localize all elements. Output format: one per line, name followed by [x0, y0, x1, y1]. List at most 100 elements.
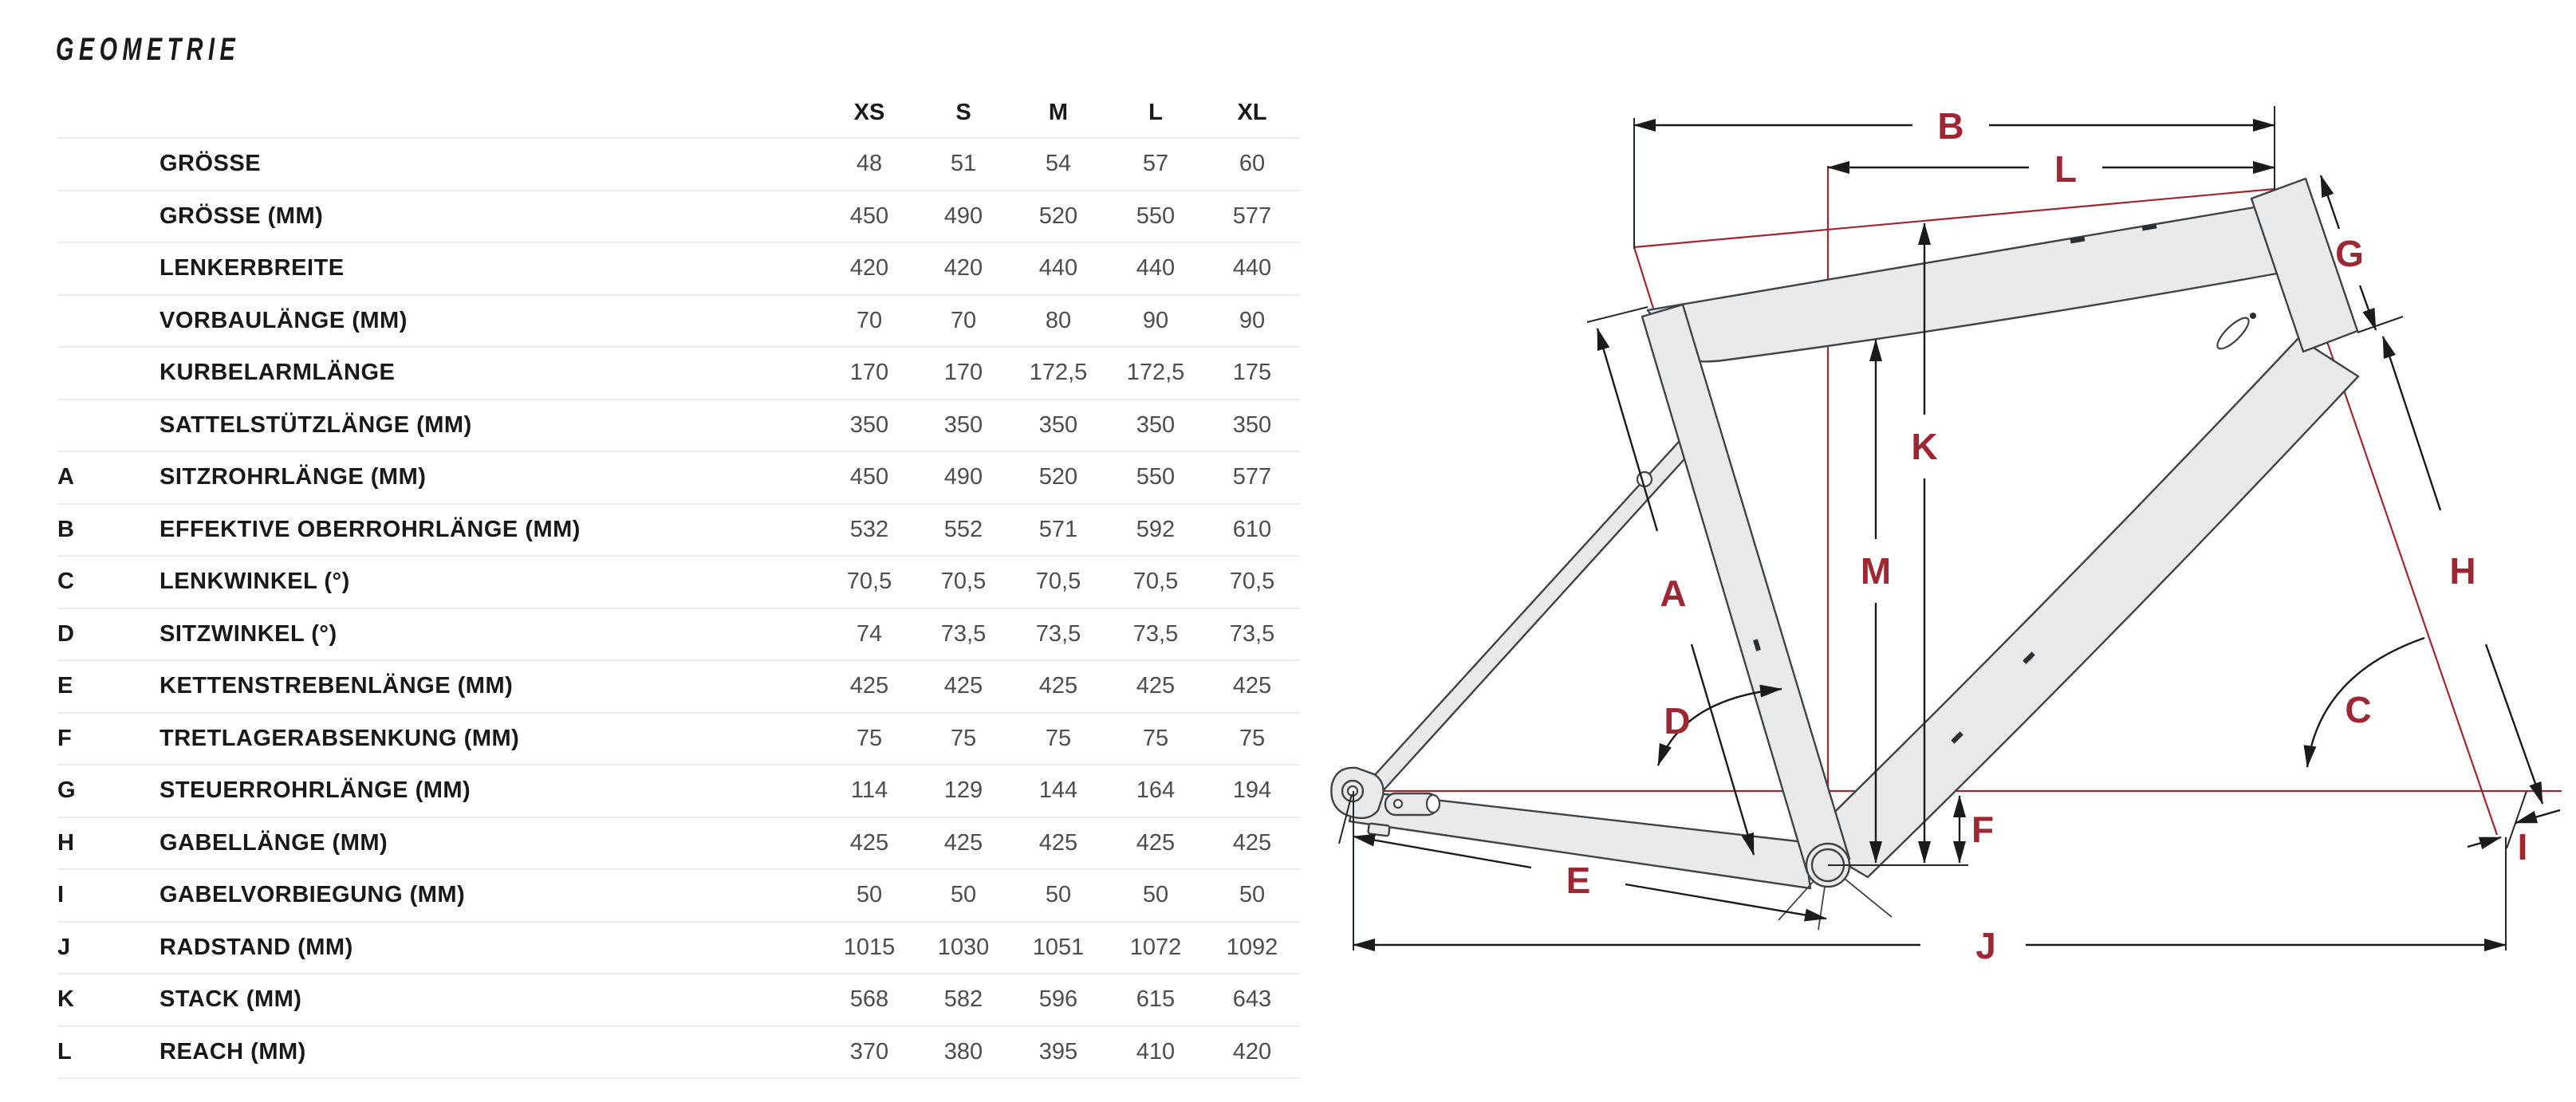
row-letter: E — [57, 673, 73, 699]
table-row: I GABELVORBIEGUNG (MM) 50 50 50 50 50 — [57, 868, 1300, 921]
row-label: SATTELSTÜTZLÄNGE (MM) — [160, 411, 472, 438]
row-value: 380 — [943, 1038, 983, 1065]
row-value: 425 — [1038, 673, 1078, 699]
cable-port — [2216, 317, 2250, 350]
row-value: 70 — [856, 307, 883, 333]
row-value: 350 — [849, 411, 889, 438]
row-value: 57 — [1142, 151, 1169, 177]
row-value: 80 — [1045, 307, 1072, 333]
table-row: J RADSTAND (MM) 1015 1030 1051 1072 1092 — [57, 920, 1300, 974]
row-value: 54 — [1045, 151, 1072, 177]
row-value: 350 — [943, 411, 983, 438]
row-label: LENKERBREITE — [160, 255, 345, 281]
row-value: 75 — [1045, 725, 1072, 751]
row-value: 440 — [1136, 255, 1176, 281]
row-letter: A — [57, 464, 74, 490]
dim-label-a: A — [1660, 573, 1686, 614]
table-row: H GABELLÄNGE (MM) 425 425 425 425 425 — [57, 816, 1300, 869]
row-label: RADSTAND (MM) — [160, 934, 353, 960]
row-value: 129 — [943, 777, 983, 804]
row-value: 1092 — [1226, 934, 1278, 960]
row-value: 350 — [1136, 411, 1176, 438]
cable-guide — [2070, 236, 2086, 244]
row-label: KETTENSTREBENLÄNGE (MM) — [160, 673, 514, 699]
dim-h — [2381, 336, 2544, 805]
lever-pivot — [1392, 798, 1404, 809]
row-value: 75 — [856, 725, 883, 751]
row-value: 170 — [943, 360, 983, 386]
dimension-labels: B L G K M A D H C E F I J — [1566, 105, 2528, 966]
row-value: 144 — [1038, 777, 1078, 804]
table-row: F TRETLAGERABSENKUNG (MM) 75 75 75 75 75 — [57, 711, 1300, 765]
row-value: 350 — [1038, 411, 1078, 438]
row-label: LENKWINKEL (°) — [160, 569, 350, 595]
table-row: GRÖSSE 48 51 54 57 60 — [57, 137, 1300, 190]
frame-geometry-diagram: B L G K M A D H C E F I J — [1330, 105, 2562, 966]
table-row: C LENKWINKEL (°) 70,5 70,5 70,5 70,5 70,… — [57, 555, 1300, 608]
row-label: TRETLAGERABSENKUNG (MM) — [160, 725, 520, 751]
table-row: E KETTENSTREBENLÄNGE (MM) 425 425 425 42… — [57, 659, 1300, 712]
col-header-l: L — [1148, 100, 1163, 125]
row-value: 532 — [849, 516, 889, 542]
table-header-row: XS S M L XL — [57, 72, 1300, 137]
table-row: D SITZWINKEL (°) 74 73,5 73,5 73,5 73,5 — [57, 607, 1300, 660]
dim-label-k: K — [1911, 426, 1937, 467]
col-header-xl: XL — [1237, 100, 1267, 125]
row-letter: F — [57, 725, 72, 751]
row-letter: C — [57, 569, 74, 595]
row-value: 610 — [1232, 516, 1272, 542]
row-value: 577 — [1232, 464, 1272, 490]
dim-label-f: F — [1971, 809, 1994, 850]
row-value: 425 — [1136, 673, 1176, 699]
row-value: 73,5 — [1035, 620, 1081, 647]
row-value: 50 — [856, 882, 883, 908]
row-value: 425 — [1232, 829, 1272, 856]
dim-e — [1353, 833, 1827, 922]
dropout-tab — [1367, 822, 1391, 837]
row-value: 420 — [849, 255, 889, 281]
cable-guide — [1951, 731, 1964, 744]
row-value: 70,5 — [846, 569, 892, 595]
cable-guide — [2141, 223, 2157, 231]
lever-cap — [1425, 793, 1441, 814]
row-value: 90 — [1239, 307, 1266, 333]
row-letter: B — [57, 516, 74, 542]
row-value: 175 — [1232, 360, 1272, 386]
row-label: VORBAULÄNGE (MM) — [160, 307, 408, 333]
row-label: GABELLÄNGE (MM) — [160, 829, 388, 856]
geometry-table: XS S M L XL GRÖSSE 48 51 54 57 60 GRÖSSE… — [57, 72, 1300, 1079]
row-label: GRÖSSE (MM) — [160, 203, 324, 229]
dim-label-g: G — [2335, 233, 2364, 274]
row-value: 50 — [1239, 882, 1266, 908]
row-value: 50 — [1142, 882, 1169, 908]
row-value: 73,5 — [940, 620, 987, 647]
row-value: 550 — [1136, 464, 1176, 490]
row-value: 615 — [1136, 986, 1176, 1013]
row-value: 425 — [1136, 829, 1176, 856]
cable-guide — [1753, 639, 1761, 651]
col-header-m: M — [1048, 100, 1069, 125]
dim-label-i: I — [2518, 826, 2528, 868]
row-value: 350 — [1232, 411, 1272, 438]
row-value: 60 — [1239, 151, 1266, 177]
row-value: 596 — [1038, 986, 1078, 1013]
dim-label-c: C — [2345, 689, 2371, 730]
row-value: 172,5 — [1029, 360, 1088, 386]
dim-label-h: H — [2449, 550, 2476, 592]
page-title: GEOMETRIE — [56, 32, 312, 68]
row-value: 577 — [1232, 203, 1272, 229]
row-value: 395 — [1038, 1038, 1078, 1065]
row-value: 75 — [1142, 725, 1169, 751]
row-value: 450 — [849, 464, 889, 490]
row-value: 410 — [1136, 1038, 1176, 1065]
row-value: 170 — [849, 360, 889, 386]
dim-label-l: L — [2054, 148, 2077, 190]
row-letter: K — [57, 986, 74, 1013]
row-value: 70,5 — [1229, 569, 1275, 595]
row-value: 643 — [1232, 986, 1272, 1013]
row-value: 70 — [950, 307, 977, 333]
row-value: 420 — [1232, 1038, 1272, 1065]
row-value: 425 — [849, 829, 889, 856]
cable-port-dot — [2250, 313, 2256, 319]
row-value: 440 — [1038, 255, 1078, 281]
